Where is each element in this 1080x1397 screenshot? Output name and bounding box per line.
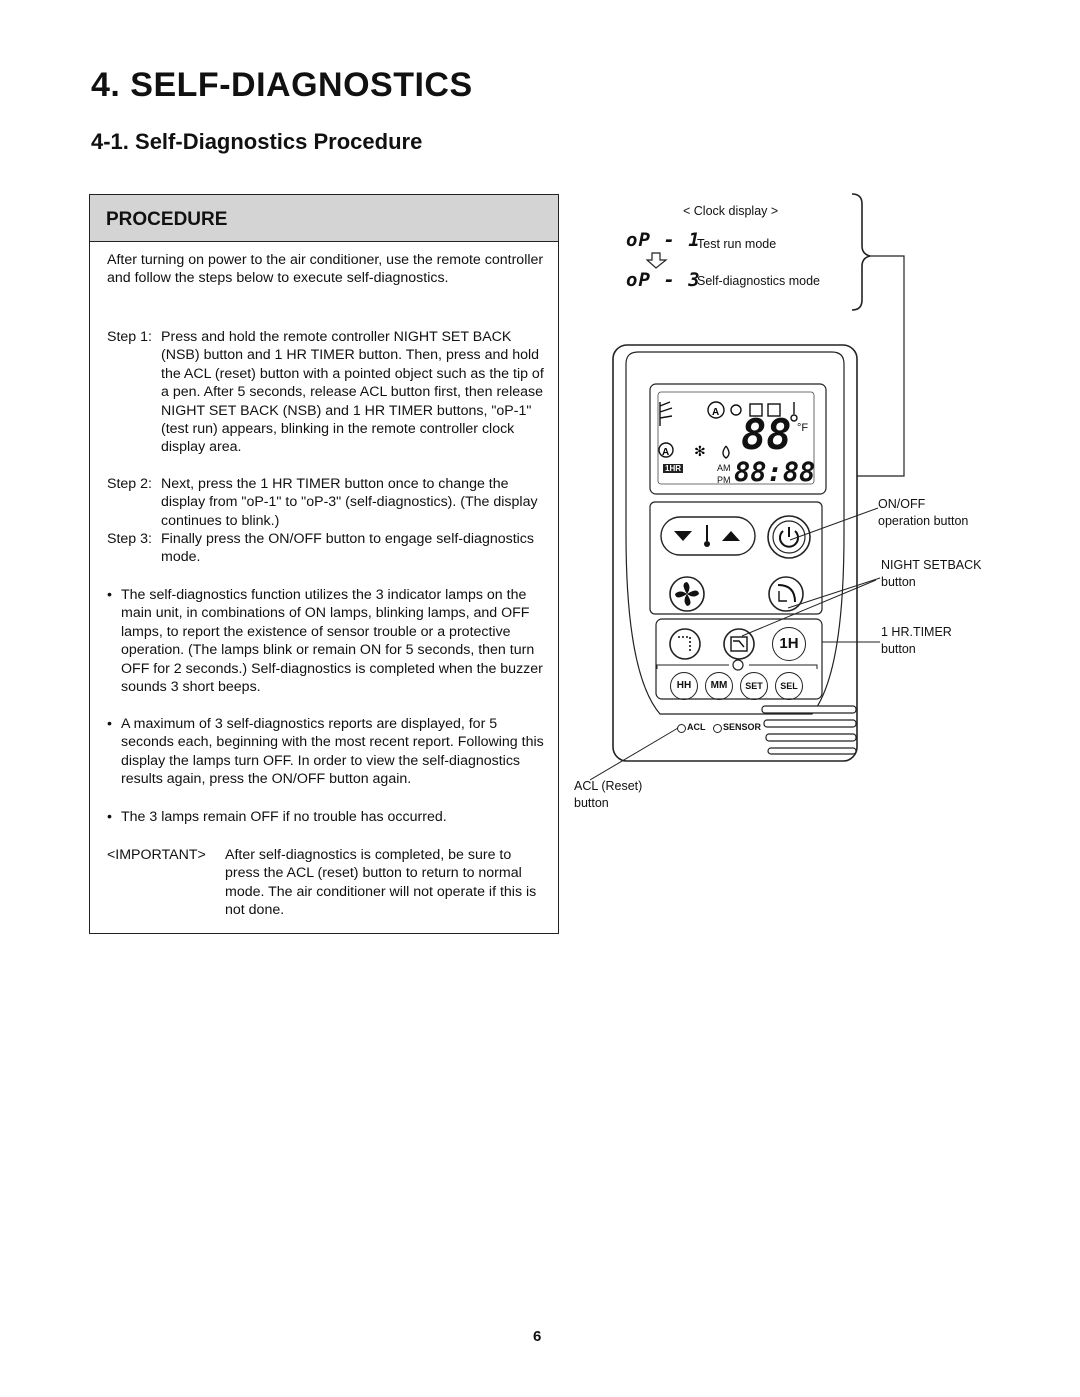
temp-down-icon[interactable] bbox=[674, 531, 692, 541]
bullet-item: • The self-diagnostics function utilizes… bbox=[107, 586, 547, 696]
step-2: Step 2: Next, press the 1 HR TIMER butto… bbox=[107, 475, 547, 530]
clock-digits: 88:88 bbox=[734, 457, 816, 488]
temp-display: 88 bbox=[741, 410, 792, 459]
self-diag-mode-label: Self-diagnostics mode bbox=[697, 274, 820, 288]
bullet-text: The 3 lamps remain OFF if no trouble has… bbox=[121, 809, 447, 825]
night-setback-button[interactable] bbox=[722, 627, 756, 661]
bullet-dot: • bbox=[107, 587, 112, 603]
fahrenheit-unit: °F bbox=[797, 422, 809, 434]
select-button[interactable]: SEL bbox=[775, 672, 803, 700]
minute-button[interactable]: MM bbox=[705, 672, 733, 700]
timer-callout-1: 1 HR.TIMER bbox=[881, 625, 952, 639]
acl-callout-1: ACL (Reset) bbox=[574, 779, 643, 793]
step-3: Step 3: Finally press the ON/OFF button … bbox=[107, 530, 547, 567]
pm-indicator: PM bbox=[717, 475, 731, 485]
temp-buttons[interactable] bbox=[660, 515, 760, 559]
lcd-icons: A A ✻ bbox=[658, 401, 798, 460]
bullet-text: The self-diagnostics function utilizes t… bbox=[121, 587, 543, 696]
temp-up-icon[interactable] bbox=[722, 531, 740, 541]
test-run-label: Test run mode bbox=[697, 237, 777, 251]
step-label: Step 2: bbox=[107, 476, 152, 492]
procedure-intro: After turning on power to the air condit… bbox=[107, 252, 544, 287]
fan-button[interactable] bbox=[668, 575, 706, 613]
step-1: Step 1: Press and hold the remote contro… bbox=[107, 328, 547, 457]
op3-code: oP - 3 bbox=[626, 269, 701, 291]
step-text: Next, press the 1 HR TIMER button once t… bbox=[161, 476, 538, 529]
step-text: Finally press the ON/OFF button to engag… bbox=[161, 531, 534, 566]
am-indicator: AM bbox=[717, 463, 731, 473]
clock-display-label: < Clock display > bbox=[683, 204, 779, 218]
svg-text:✻: ✻ bbox=[694, 444, 706, 460]
bullet-dot: • bbox=[107, 716, 112, 732]
procedure-box: PROCEDURE After turning on power to the … bbox=[89, 194, 559, 934]
svg-text:A: A bbox=[712, 407, 719, 418]
down-arrow-icon bbox=[646, 252, 668, 269]
page-number: 6 bbox=[533, 1328, 542, 1345]
nsb-callout-1: NIGHT SETBACK bbox=[881, 558, 982, 572]
important-label: <IMPORTANT> bbox=[107, 847, 206, 863]
procedure-title: PROCEDURE bbox=[90, 195, 558, 242]
important-note: <IMPORTANT> After self-diagnostics is co… bbox=[107, 846, 547, 920]
swing-button[interactable] bbox=[767, 575, 805, 613]
op1-code: oP - 1 bbox=[626, 229, 701, 251]
onoff-callout-1: ON/OFF bbox=[878, 497, 926, 511]
svg-text:A: A bbox=[662, 447, 669, 458]
brace-connector bbox=[840, 193, 905, 477]
timer-callout-2: button bbox=[881, 642, 916, 656]
sensor-label: SENSOR bbox=[723, 722, 762, 732]
page-heading: 4. SELF-DIAGNOSTICS bbox=[91, 66, 473, 104]
nsb-leader bbox=[741, 579, 877, 637]
timer-bracket bbox=[656, 659, 818, 671]
bullet-dot: • bbox=[107, 809, 112, 825]
one-hour-timer-button[interactable]: 1H bbox=[772, 627, 806, 661]
callout-leaders bbox=[590, 507, 881, 781]
bullet-item: • The 3 lamps remain OFF if no trouble h… bbox=[107, 808, 547, 826]
onoff-callout-2: operation button bbox=[878, 514, 969, 528]
one-hr-indicator: 1HR bbox=[663, 464, 684, 473]
step-label: Step 3: bbox=[107, 531, 152, 547]
acl-callout-2: button bbox=[574, 796, 609, 810]
nsb-callout-2: button bbox=[881, 575, 916, 589]
section-heading: 4-1. Self-Diagnostics Procedure bbox=[91, 129, 423, 154]
bullet-item: • A maximum of 3 self-diagnostics report… bbox=[107, 715, 547, 789]
acl-label: ACL bbox=[687, 722, 706, 732]
step-text: Press and hold the remote controller NIG… bbox=[161, 329, 544, 456]
step-label: Step 1: bbox=[107, 329, 152, 345]
sleep-button[interactable] bbox=[668, 627, 702, 661]
hour-button[interactable]: HH bbox=[670, 672, 698, 700]
bullet-text: A maximum of 3 self-diagnostics reports … bbox=[121, 716, 544, 788]
onoff-button[interactable] bbox=[765, 513, 813, 561]
sensor-dot bbox=[713, 724, 722, 733]
important-text: After self-diagnostics is completed, be … bbox=[225, 847, 537, 919]
set-button[interactable]: SET bbox=[740, 672, 768, 700]
